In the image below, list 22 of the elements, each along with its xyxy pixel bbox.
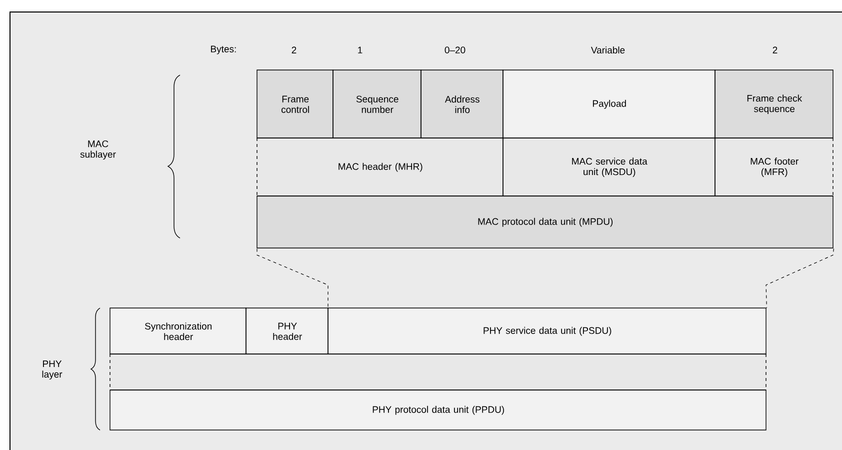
field-cell: Payload [502,70,716,138]
field-cell: MAC protocol data unit (MPDU) [256,196,834,248]
field-cell: PHY protocol data unit (PPDU) [110,390,766,430]
projection-line [766,248,834,308]
byte-count: 1 [358,46,362,54]
field-cell: Address info [420,70,504,138]
field-cell: Frame control [256,70,334,138]
byte-count: 0–20 [444,46,466,54]
field-cell: PHY header [246,308,328,354]
layer-label: MAC sublayer [80,140,116,160]
field-cell: Synchronization header [110,308,246,354]
field-cell: Frame check sequence [714,70,834,138]
byte-count: 2 [292,46,296,54]
byte-count: Variable [590,46,625,54]
field-cell: MAC header (MHR) [256,138,504,196]
layer-label: PHY layer [42,360,62,380]
row-label: Bytes: [211,46,236,54]
field-cell: MAC service data unit (MSDU) [502,138,716,196]
field-cell: Sequence number [332,70,422,138]
byte-count: 2 [772,46,778,54]
field-cell: MAC footer (MFR) [714,138,834,196]
projection-line [256,248,328,308]
